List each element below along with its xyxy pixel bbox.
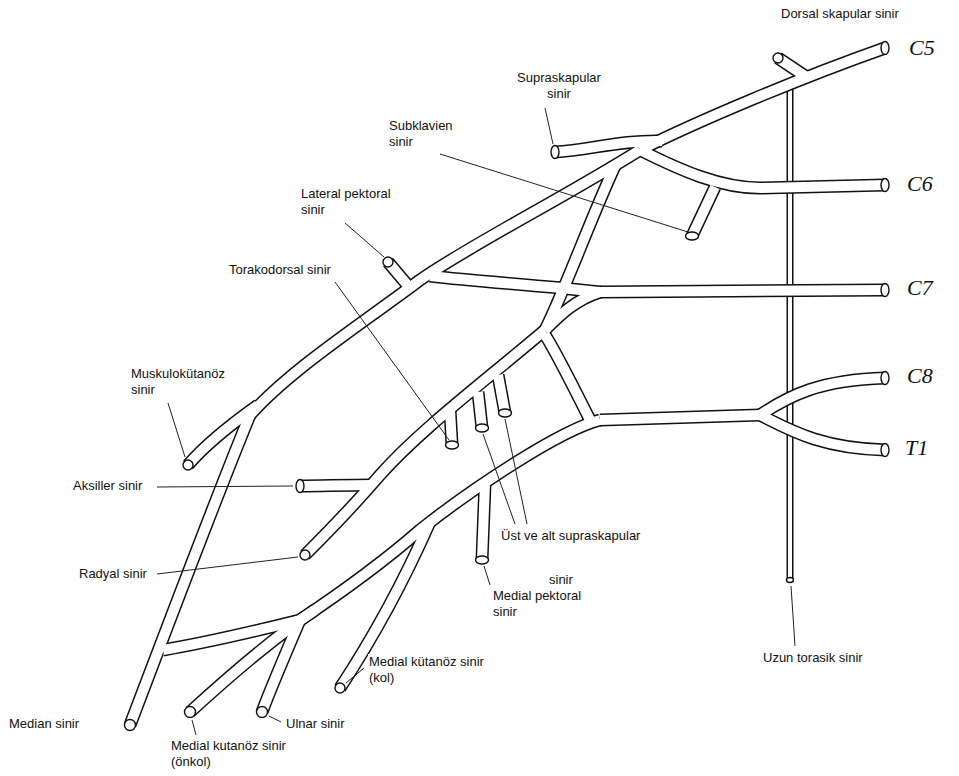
nerve-label: Medial kütanöz sinir (kol) <box>368 654 510 686</box>
long-thoracic-fill <box>790 88 791 580</box>
nerve-cut-ends <box>125 42 890 731</box>
nerve-label: Aksiller sinir <box>72 478 143 494</box>
nerve-label: Lateral pektoral sinir <box>300 186 406 218</box>
nerve-label: Subklavien sinir <box>388 118 474 150</box>
nerve-label: Uzun torasik sinir <box>762 650 864 666</box>
nerve-label: Median sinir <box>8 716 80 732</box>
root-label: C8 <box>906 364 934 388</box>
nerve-label: Supraskapular sinir <box>508 70 610 102</box>
nerve-outline <box>130 48 885 725</box>
nerve-label: Medial kutanöz sinir (önkol) <box>170 738 312 770</box>
root-label: C5 <box>908 36 936 60</box>
nerve-label: Radyal sinir <box>78 566 148 582</box>
root-label: T1 <box>904 436 929 460</box>
nerve-label: sinir <box>548 572 574 588</box>
nerve-label: Dorsal skapular sinir <box>780 6 900 22</box>
nerve-label: Medial pektoral sinir <box>492 588 598 620</box>
nerve-fill <box>130 48 885 725</box>
nerve-label: Muskulokütanöz sinir <box>130 366 244 398</box>
root-label: C7 <box>906 276 934 300</box>
root-label: C6 <box>906 172 934 196</box>
nerve-label: Üst ve alt supraskapular <box>500 528 641 544</box>
nerve-label: Ulnar sinir <box>285 716 346 732</box>
leader-lines <box>157 108 795 735</box>
long-thoracic-outline <box>790 88 791 580</box>
nerve-label: Torakodorsal sinir <box>228 262 332 278</box>
